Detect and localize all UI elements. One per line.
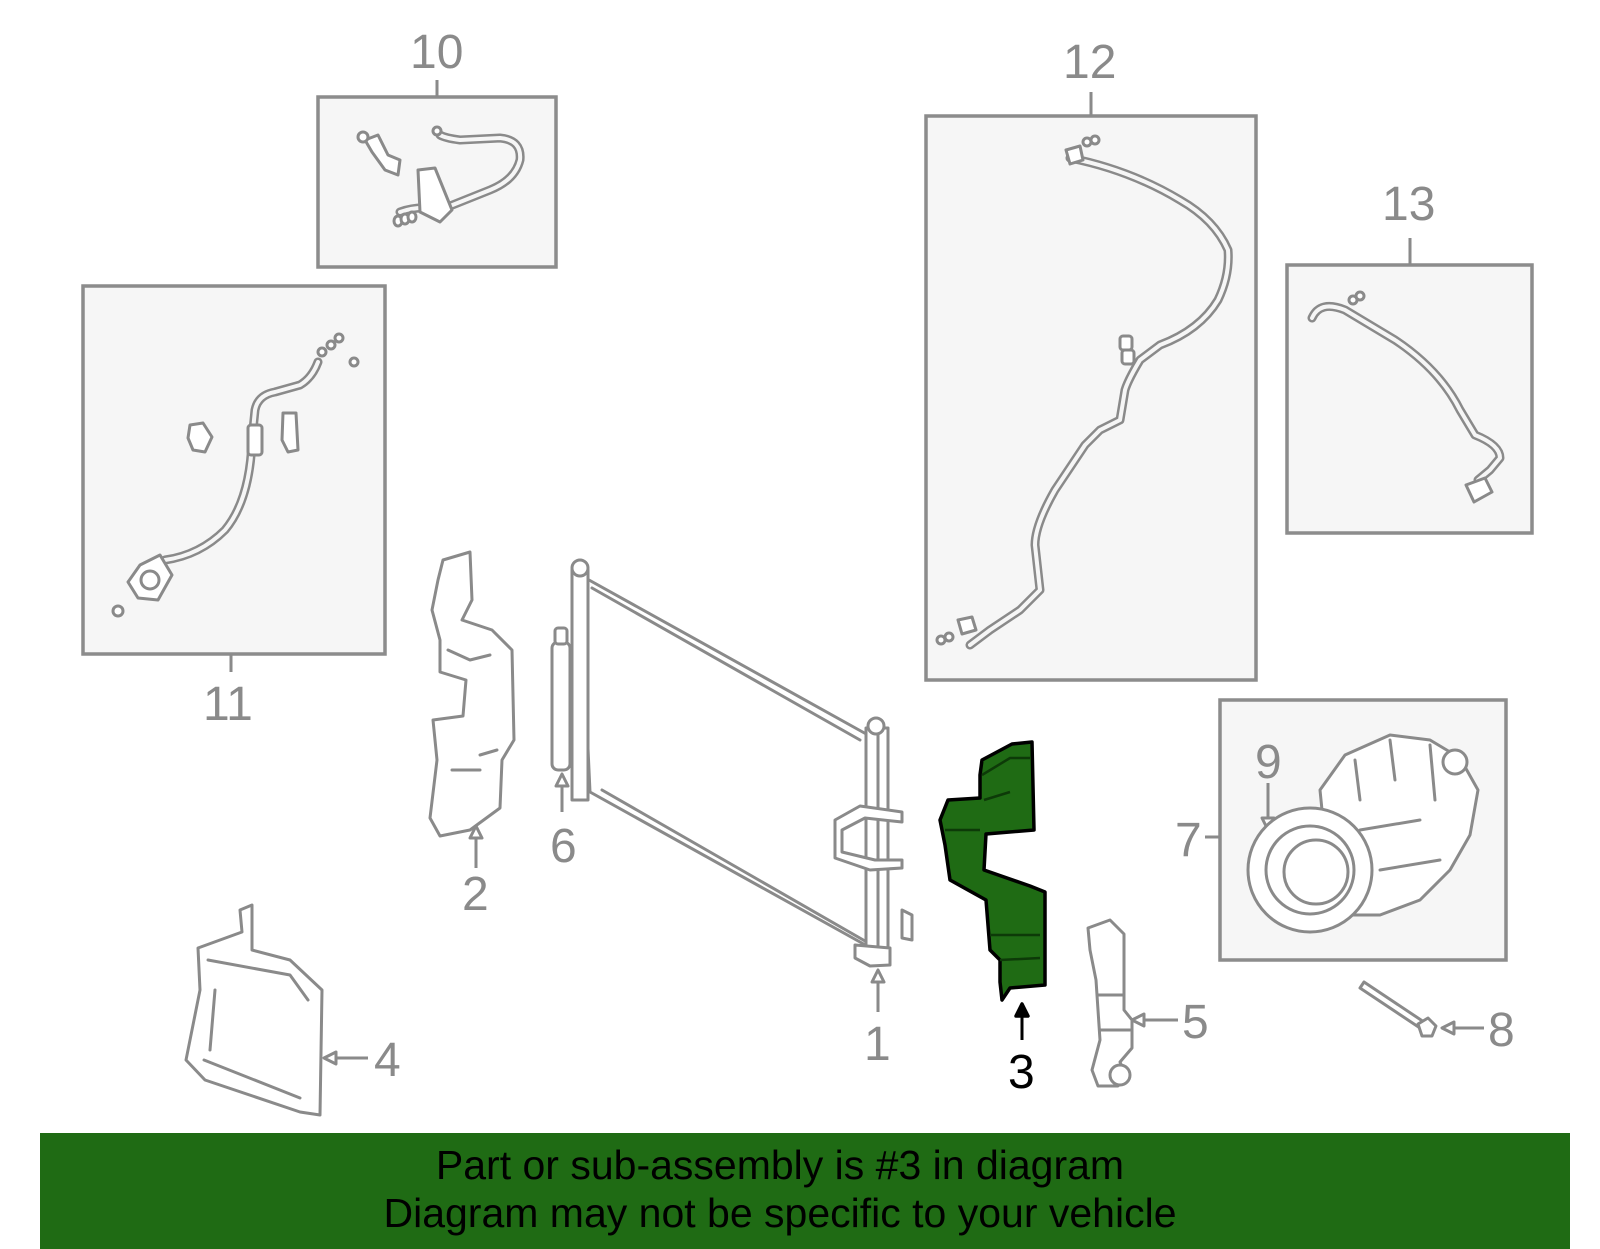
- banner-line-1: Part or sub-assembly is #3 in diagram: [435, 1142, 1125, 1188]
- part-12-group[interactable]: 12: [924, 36, 1258, 682]
- part-1-group[interactable]: 1: [570, 558, 914, 1071]
- part-12-box: [924, 114, 1258, 682]
- part-2-group[interactable]: 2: [428, 550, 516, 921]
- part-4-panel: [184, 903, 324, 1117]
- part-13-group[interactable]: 13: [1285, 178, 1534, 535]
- callout-4: 4: [374, 1034, 401, 1087]
- callout-9: 9: [1255, 736, 1282, 789]
- part-8-bolt: [1358, 980, 1426, 1030]
- part-7-group[interactable]: 7 9: [1175, 698, 1508, 962]
- callout-5: 5: [1182, 996, 1209, 1049]
- part-4-group[interactable]: 4: [184, 903, 401, 1117]
- part-3-air-guide[interactable]: [938, 740, 1047, 1002]
- part-10-group[interactable]: 10: [316, 26, 558, 269]
- part-1-condenser: [578, 573, 880, 954]
- callout-7: 7: [1175, 814, 1202, 867]
- part-6-group[interactable]: 6: [550, 626, 577, 873]
- part-10-block: [416, 166, 454, 224]
- part-5-group[interactable]: 5: [1086, 918, 1209, 1088]
- callout-12: 12: [1063, 36, 1116, 89]
- part-2-bracket: [428, 550, 516, 838]
- callout-3: 3: [1008, 1046, 1035, 1099]
- callout-10: 10: [410, 26, 463, 79]
- callout-11: 11: [203, 678, 253, 731]
- part-13-fitting: [1464, 476, 1494, 504]
- callout-8: 8: [1488, 1004, 1515, 1057]
- part-6-drier: [550, 640, 572, 772]
- callout-2: 2: [462, 868, 489, 921]
- part-3-group[interactable]: 3: [938, 740, 1047, 1099]
- callout-1: 1: [864, 1018, 891, 1071]
- notice-banner: Part or sub-assembly is #3 in diagram Di…: [40, 1133, 1570, 1249]
- part-5-bracket: [1086, 918, 1134, 1088]
- part-11-group[interactable]: 11: [81, 284, 387, 731]
- part-8-group[interactable]: 8: [1358, 980, 1515, 1057]
- callout-13: 13: [1382, 178, 1435, 231]
- callout-6: 6: [550, 820, 577, 873]
- banner-line-2: Diagram may not be specific to your vehi…: [383, 1190, 1177, 1236]
